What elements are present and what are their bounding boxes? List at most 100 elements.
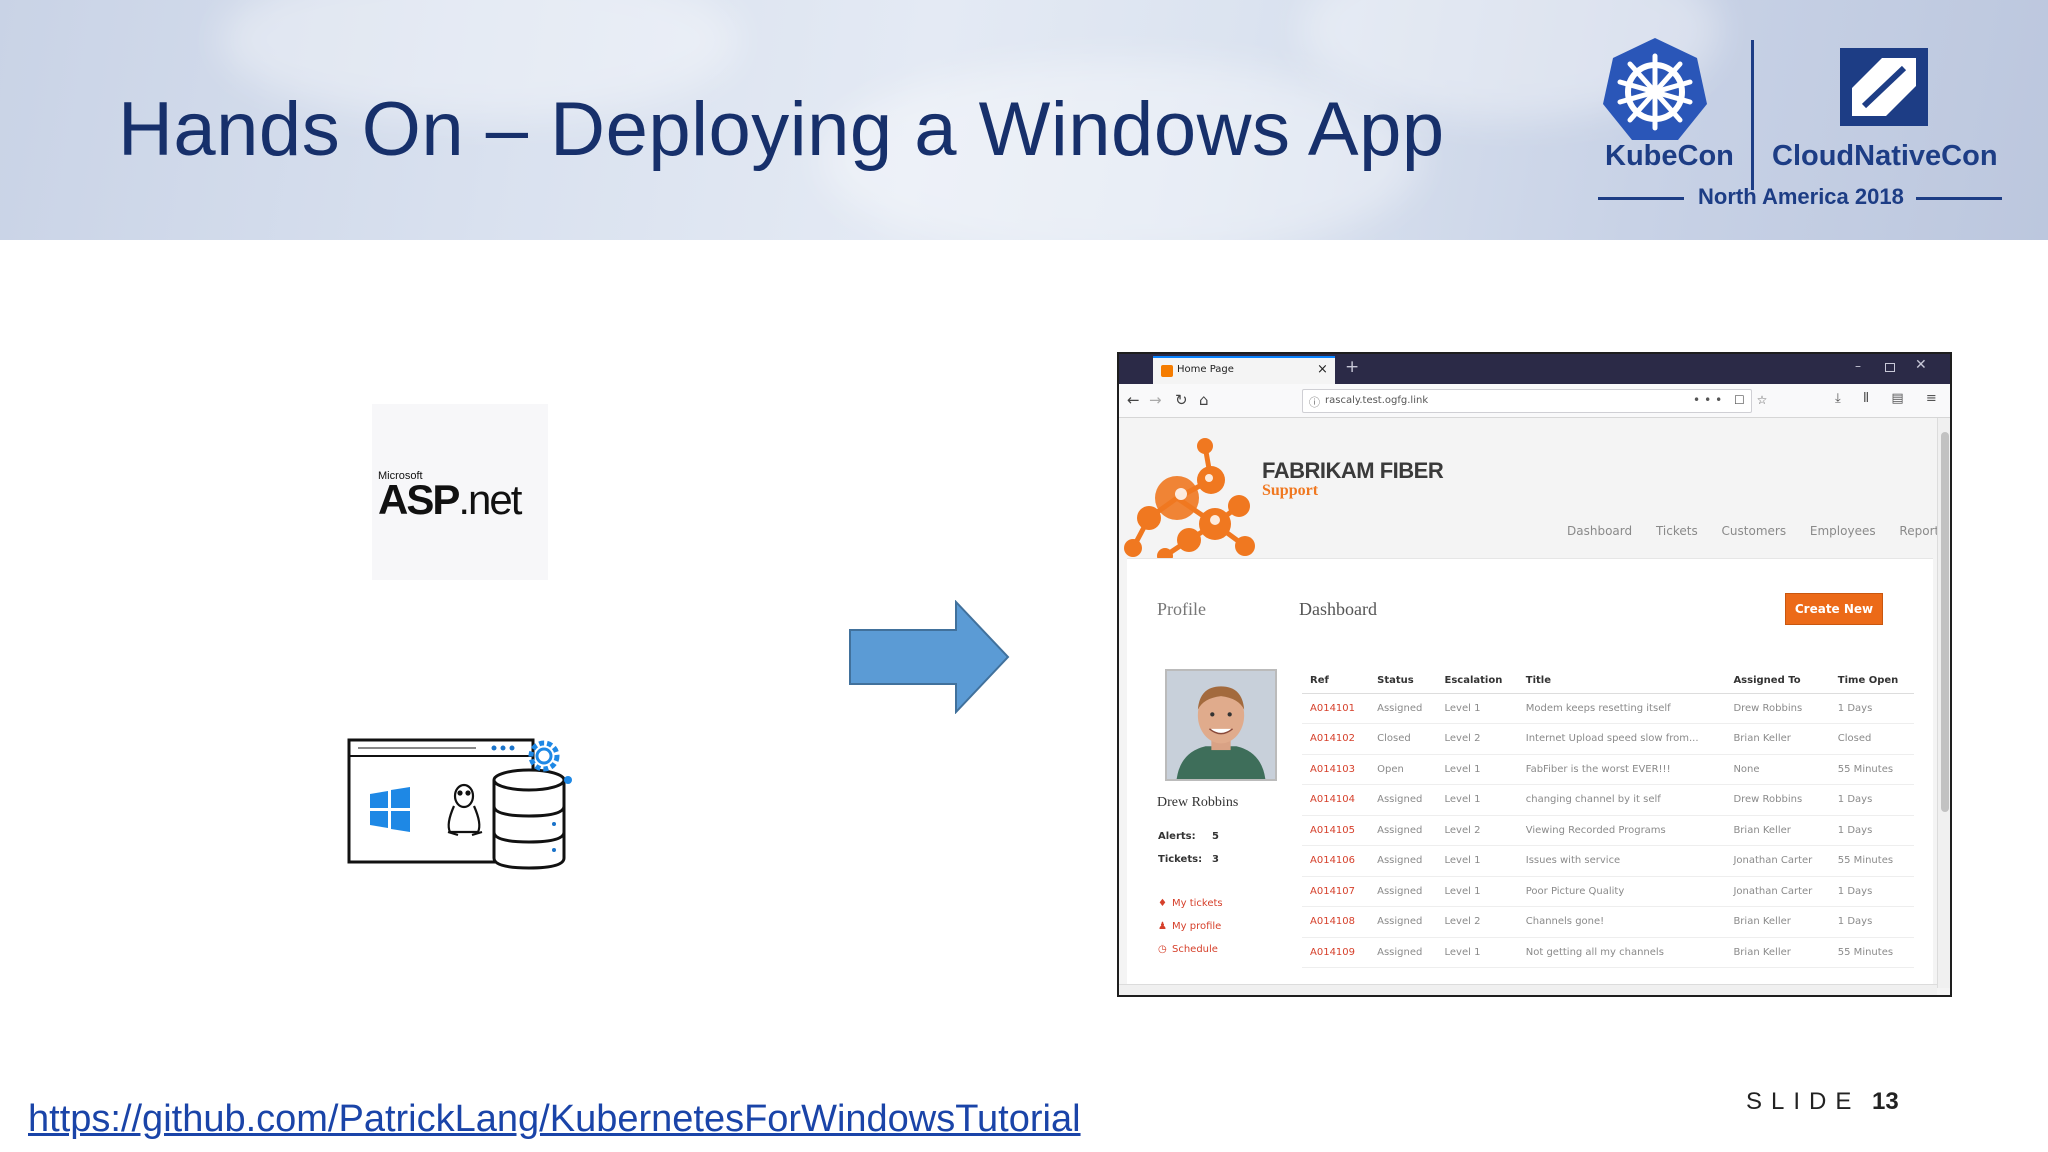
aspnet-microsoft-text: Microsoft: [378, 470, 423, 482]
table-cell: Assigned: [1369, 937, 1437, 968]
alerts-value: 5: [1212, 831, 1219, 842]
fabrikam-logo: [1124, 438, 1255, 564]
vertical-scrollbar[interactable]: [1937, 418, 1950, 988]
url-text: rascaly.test.ogfg.link: [1325, 395, 1429, 406]
page-actions-icon[interactable]: ••• ☐ ☆: [1693, 393, 1772, 407]
site-nav-employees[interactable]: Employees: [1809, 524, 1876, 538]
right-arrow-icon: [849, 600, 1010, 714]
table-cell: Internet Upload speed slow from...: [1517, 723, 1726, 755]
event-label: North America 2018: [1698, 184, 1904, 209]
tickets-value: 3: [1212, 854, 1219, 865]
table-cell: Assigned: [1369, 815, 1437, 846]
web-page: FABRIKAM FIBER Support Dashboard Tickets…: [1119, 418, 1945, 988]
col-status[interactable]: Status: [1369, 669, 1437, 694]
site-nav-customers[interactable]: Customers: [1721, 524, 1787, 538]
profile-heading: Profile: [1157, 599, 1206, 619]
table-cell[interactable]: A014107: [1302, 876, 1370, 907]
linux-tux-icon: [447, 783, 483, 837]
my-tickets-label: My tickets: [1172, 898, 1223, 909]
table-cell: Not getting all my channels: [1517, 937, 1726, 968]
table-cell: Assigned: [1369, 906, 1437, 938]
browser-tab[interactable]: Home Page ×: [1153, 356, 1335, 384]
aspnet-asp: ASP: [378, 476, 460, 523]
table-cell: Open: [1369, 754, 1437, 785]
tab-title: Home Page: [1177, 364, 1234, 375]
table-cell: Level 1: [1436, 937, 1518, 968]
table-cell: 55 Minutes: [1829, 937, 1914, 968]
back-icon[interactable]: ←: [1127, 391, 1140, 409]
scroll-thumb[interactable]: [1941, 432, 1949, 812]
slide-number: 13: [1872, 1088, 1899, 1115]
new-tab-button[interactable]: +: [1345, 357, 1360, 377]
col-time-open[interactable]: Time Open: [1829, 669, 1914, 694]
table-cell: Assigned: [1369, 876, 1437, 907]
reload-icon[interactable]: ↻: [1175, 391, 1188, 409]
my-profile-label: My profile: [1172, 921, 1222, 932]
toolbar-icons[interactable]: ⤓ Ⅱ ▤ ≡: [1835, 391, 1946, 406]
col-escalation[interactable]: Escalation: [1436, 669, 1518, 694]
home-icon[interactable]: ⌂: [1199, 391, 1209, 409]
table-cell[interactable]: A014108: [1302, 906, 1370, 938]
table-cell: 1 Days: [1829, 876, 1914, 907]
favicon-icon: [1161, 365, 1173, 377]
table-cell: 1 Days: [1829, 815, 1914, 846]
table-cell: Brian Keller: [1725, 937, 1830, 968]
schedule-link[interactable]: ◷Schedule: [1158, 944, 1218, 955]
aspnet-wordmark: ASP.net: [378, 476, 522, 524]
table-cell: Assigned: [1369, 784, 1437, 816]
table-cell: 1 Days: [1829, 784, 1914, 816]
my-tickets-link[interactable]: ♦My tickets: [1158, 898, 1223, 909]
tab-close-icon[interactable]: ×: [1317, 362, 1328, 377]
table-cell[interactable]: A014103: [1302, 754, 1370, 785]
my-profile-link[interactable]: ♟ My profile: [1158, 921, 1221, 932]
dashboard-panel: Profile Dashboard Create New Drew Robbin…: [1127, 558, 1933, 988]
table-cell: Level 2: [1436, 906, 1518, 938]
site-nav-tickets[interactable]: Tickets: [1655, 524, 1698, 538]
table-cell[interactable]: A014106: [1302, 845, 1370, 877]
create-new-button[interactable]: Create New: [1785, 593, 1883, 625]
schedule-label: Schedule: [1172, 944, 1218, 955]
window-close-icon[interactable]: ✕: [1915, 357, 1927, 373]
forward-icon[interactable]: →: [1149, 391, 1162, 409]
table-cell: Brian Keller: [1725, 815, 1830, 846]
table-cell[interactable]: A014104: [1302, 784, 1370, 816]
col-assigned-to[interactable]: Assigned To: [1725, 669, 1830, 694]
table-cell[interactable]: A014101: [1302, 693, 1370, 724]
table-cell[interactable]: A014105: [1302, 815, 1370, 846]
table-cell: 1 Days: [1829, 693, 1914, 724]
site-info-icon[interactable]: ⓘ: [1309, 396, 1320, 409]
cncf-icon: [1840, 48, 1928, 126]
slide-label: SLIDE: [1746, 1088, 1861, 1115]
table-cell: 55 Minutes: [1829, 845, 1914, 877]
browser-window: Home Page × + – ✕ ← → ↻ ⌂ ⓘ rascaly.test…: [1117, 352, 1952, 997]
cloudnativecon-label: CloudNativeCon: [1772, 140, 1998, 172]
horizontal-scrollbar[interactable]: [1119, 984, 1937, 995]
event-line-right: [1916, 197, 2002, 200]
header-band: Hands On – Deploying a Windows App KubeC…: [0, 0, 2048, 260]
address-bar[interactable]: ⓘ rascaly.test.ogfg.link ••• ☐ ☆: [1302, 389, 1767, 413]
site-nav-reports[interactable]: Reports: [1899, 524, 1946, 538]
table-cell: 55 Minutes: [1829, 754, 1914, 785]
maximize-icon[interactable]: [1885, 363, 1895, 372]
col-title[interactable]: Title: [1517, 669, 1726, 694]
table-cell: Level 2: [1436, 815, 1518, 846]
table-cell[interactable]: A014109: [1302, 937, 1370, 968]
table-cell[interactable]: A014102: [1302, 723, 1370, 755]
user-icon: ♟: [1158, 921, 1167, 932]
minimize-icon[interactable]: –: [1855, 359, 1861, 373]
site-nav-dashboard[interactable]: Dashboard: [1567, 524, 1633, 538]
table-cell: None: [1725, 754, 1830, 785]
col-ref[interactable]: Ref: [1302, 669, 1370, 694]
aspnet-net: .net: [458, 476, 522, 523]
repo-link[interactable]: https://github.com/PatrickLang/Kubernete…: [28, 1098, 1081, 1140]
